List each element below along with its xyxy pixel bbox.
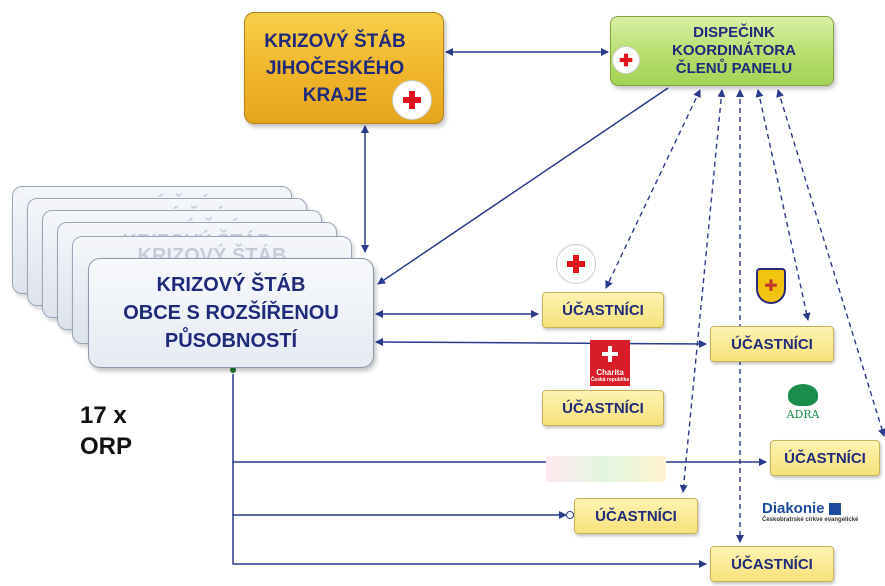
orp-count-label: 17 x ORP	[80, 400, 132, 462]
regional-line2: JIHOČESKÉHO	[265, 57, 405, 79]
charita-logo-subtext: Česká republika	[590, 377, 630, 383]
participants-box-children: ÚČASTNÍCI	[574, 498, 698, 534]
municipal-line2: OBCE S ROZŠÍŘENOU	[123, 302, 339, 324]
adra-logo-icon: ADRA	[778, 384, 828, 421]
regional-crisis-staff-box: KRIZOVÝ ŠTÁB JIHOČESKÉHO KRAJE	[244, 12, 444, 124]
red-cross-icon	[556, 244, 596, 284]
red-cross-icon	[612, 46, 640, 74]
red-cross-icon	[392, 80, 432, 120]
orp-count-line2: ORP	[80, 433, 133, 460]
diakonie-logo-subtext: Českobratrské církve evangelické	[762, 517, 859, 523]
participants-label: ÚČASTNÍCI	[731, 555, 813, 573]
municipal-line1: KRIZOVÝ ŠTÁB	[156, 274, 306, 296]
participants-box-adra: ÚČASTNÍCI	[770, 440, 880, 476]
municipal-crisis-staff-box: KRIZOVÝ ŠTÁB OBCE S ROZŠÍŘENOU PŮSOBNOST…	[88, 258, 374, 368]
regional-line1: KRIZOVÝ ŠTÁB	[264, 30, 406, 52]
mountain-rescue-shield-icon: ✚	[756, 268, 786, 304]
link-municipal-tree	[232, 370, 766, 463]
municipal-line3: PŮSOBNOSTÍ	[164, 330, 298, 352]
dispatch-line3: ČLENŮ PANELU	[675, 60, 793, 77]
dispatch-line2: KOORDINÁTORA	[672, 42, 796, 59]
dispatch-line1: DISPEČINK	[693, 24, 775, 41]
link-municipal-participant-2	[375, 338, 707, 348]
charita-logo-icon: Charita Česká republika	[590, 340, 630, 386]
children-drawing-icon	[546, 456, 666, 482]
participants-label: ÚČASTNÍCI	[562, 301, 644, 319]
participants-label: ÚČASTNÍCI	[784, 449, 866, 467]
dashed-link-5	[776, 89, 885, 437]
children-organization-logo-icon	[546, 452, 666, 490]
diakonie-logo-icon: Diakonie Českobratrské církve evangelick…	[762, 500, 858, 523]
orp-count-line1: 17 x	[80, 402, 127, 429]
participants-label: ÚČASTNÍCI	[562, 399, 644, 417]
regional-line3: KRAJE	[302, 84, 368, 106]
participants-box-charita: ÚČASTNÍCI	[542, 390, 664, 426]
adra-logo-text: ADRA	[786, 408, 820, 421]
participants-label: ÚČASTNÍCI	[595, 507, 677, 525]
dispatch-box: DISPEČINK KOORDINÁTORA ČLENŮ PANELU	[610, 16, 834, 86]
participants-box-mountain-rescue: ÚČASTNÍCI	[710, 326, 834, 362]
participants-box-red-cross: ÚČASTNÍCI	[542, 292, 664, 328]
participants-box-diakonie: ÚČASTNÍCI	[710, 546, 834, 582]
charita-logo-text: Charita	[596, 368, 624, 377]
participants-label: ÚČASTNÍCI	[731, 335, 813, 353]
dashed-link-2	[679, 89, 726, 493]
diakonie-logo-text: Diakonie	[762, 500, 825, 517]
